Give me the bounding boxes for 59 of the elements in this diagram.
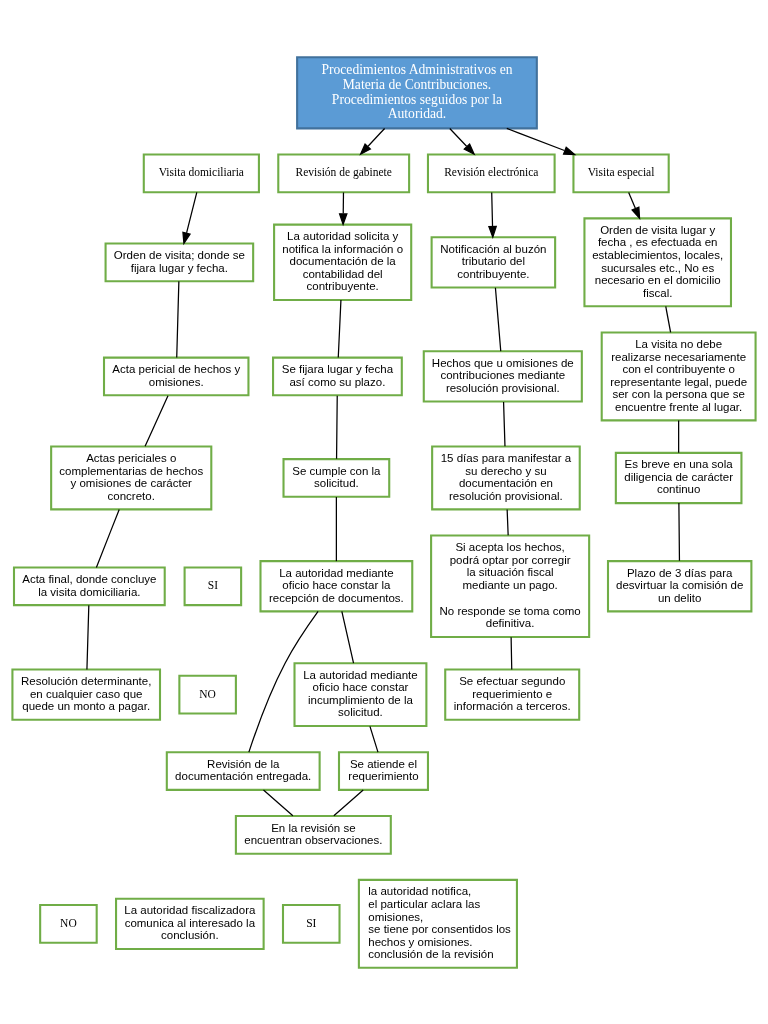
connector <box>176 280 180 358</box>
connector <box>665 305 672 333</box>
node-box: La autoridad mediante oficio hace constar incumplimiento de la solicitud. <box>293 661 428 727</box>
node-box: Revisión de la documentación entregada. <box>165 750 321 791</box>
connector <box>248 610 319 753</box>
connector <box>510 636 513 670</box>
node-box: NO <box>178 674 237 714</box>
node-box: la autoridad notifica, el particular aclara las omisiones, se tiene por consentidos los hechos y omisiones. conclusión de la revisión <box>357 878 518 969</box>
node-box: Se fijara lugar y fecha así como su plazo. <box>272 356 403 396</box>
node-box: Si acepta los hechos, podrá optar por corregir la situación fiscal mediante un pago. No responde se toma como definitiva. <box>430 534 591 638</box>
node-box: Se cumple con la solicitud. <box>282 457 391 498</box>
node-box: Visita especial <box>572 153 670 193</box>
node-box: Notificación al buzón tributario del contribuyente. <box>430 235 557 288</box>
node-box: SI <box>281 903 341 944</box>
node-box: Acta final, donde concluye la visita domiciliaria. <box>12 565 166 606</box>
arrow <box>506 127 577 155</box>
node-box: Es breve en una sola diligencia de carácter continuo <box>614 451 743 504</box>
node-box: La autoridad fiscalizadora comunica al interesado la conclusión. <box>115 897 265 950</box>
connector <box>337 298 342 358</box>
node-box: La autoridad mediante oficio hace constar la recepción de documentos. <box>259 559 414 612</box>
node-box: Actas periciales o complementarias de hechos y omisiones de carácter concreto. <box>50 445 213 510</box>
node-box: Se atiende el requerimiento <box>337 750 429 791</box>
connector <box>494 286 502 352</box>
arrow <box>487 191 498 239</box>
node-box: Revisión de gabinete <box>277 153 411 193</box>
arrow <box>359 127 386 156</box>
connector <box>333 788 364 816</box>
arrow <box>449 127 476 156</box>
node-box: Acta pericial de hechos y omisiones. <box>102 356 250 396</box>
connector <box>86 604 90 670</box>
node-box: Orden de visita; donde se fijara lugar y fecha. <box>104 241 255 282</box>
node-box: Visita domiciliaria <box>142 153 260 193</box>
connector <box>262 788 294 816</box>
node-box: NO <box>39 903 98 944</box>
node-box: Plazo de 3 días para desvirtuar la comisión de un delito <box>606 559 753 612</box>
node-box: Procedimientos Administrativos en Materia de Contribuciones. Procedimientos seguidos por la Autoridad. <box>296 55 538 129</box>
connector <box>341 610 355 664</box>
connector <box>678 502 681 561</box>
node-box: Se efectuar segundo requerimiento e información a terceros. <box>444 667 581 721</box>
connector <box>506 508 509 536</box>
connector <box>95 508 120 568</box>
arrow <box>338 191 348 226</box>
connector <box>335 394 338 459</box>
arrow <box>182 191 198 245</box>
connector <box>678 419 680 453</box>
connector <box>335 495 337 562</box>
node-box: Orden de visita lugar y fecha , es efectuada en establecimientos, locales, sucursales etc., No es necesario en el domicilio fiscal. <box>583 216 733 307</box>
node-box: Hechos que u omisiones de contribuciones mediante resolución provisional. <box>422 349 583 403</box>
connector <box>502 400 506 447</box>
node-box: La visita no debe realizarse necesariamente con el contribuyente o representante legal, puede ser con la persona que se encuentre frente al lugar. <box>600 330 757 421</box>
node-box: 15 días para manifestar a su derecho y su documentación en resolución provisional. <box>431 445 581 510</box>
node-box: Resolución determinante, en cualquier caso que quede un monto a pagar. <box>11 667 162 721</box>
connector <box>369 725 379 753</box>
node-box: Revisión electrónica <box>426 153 556 193</box>
arrow <box>628 191 641 220</box>
node-box: En la revisión se encuentran observaciones. <box>234 814 392 855</box>
connector <box>144 394 169 447</box>
node-box: SI <box>183 565 243 606</box>
node-box: La autoridad solicita y notifica la información o documentación de la contabilidad del contribuyente. <box>273 223 413 301</box>
